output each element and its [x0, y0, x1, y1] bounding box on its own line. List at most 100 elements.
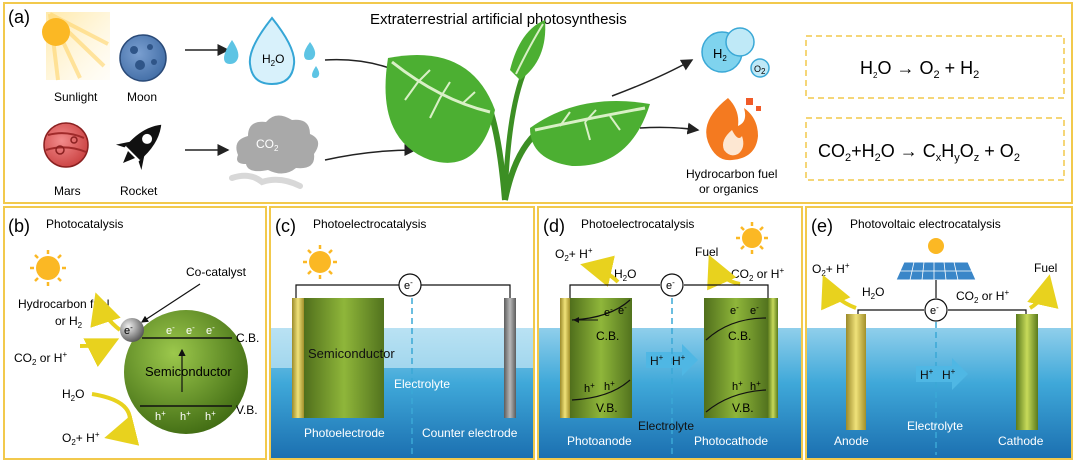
- d-anode-vb-label: V.B.: [596, 401, 618, 415]
- cocatalyst-pointer: [140, 283, 201, 323]
- d-photoanode-rod: [560, 298, 570, 418]
- d-arrow-o2: [580, 255, 620, 287]
- panel-c-label: (c): [275, 216, 296, 236]
- d-anode-hole-2: h+: [604, 379, 615, 393]
- b-cb-label: C.B.: [236, 331, 259, 345]
- arrow-to-fuel: [639, 122, 700, 135]
- e-cathode-label: Cathode: [998, 434, 1044, 448]
- solar-panel-icon: [895, 238, 977, 298]
- e-wire-left: [857, 309, 924, 314]
- d-cathode-carriers: e- e- h+ h+: [730, 303, 761, 393]
- d-electron: e-: [666, 278, 675, 292]
- d-photocathode-label: Photocathode: [694, 434, 768, 448]
- mars-label: Mars: [54, 184, 81, 198]
- d-fuel-label: Fuel: [695, 245, 718, 259]
- c-counter-rod: [504, 298, 516, 418]
- e-electrolyte-label: Electrolyte: [907, 419, 963, 433]
- d-photoanode-block: [570, 298, 632, 418]
- fuel-label-line1: Hydrocarbon fuel: [686, 167, 777, 181]
- c-counter-label: Counter electrode: [422, 426, 518, 440]
- e-o2-label: O2+ H+: [812, 261, 850, 278]
- b-fuel-line1: Hydrocarbon fuel: [18, 297, 109, 311]
- h2-bubble-text: H2: [713, 46, 727, 63]
- b-semiconductor-label: Semiconductor: [145, 364, 232, 379]
- d-anode-vb: [571, 379, 631, 401]
- d-cathode-cb: [705, 317, 767, 341]
- d-cathode-cb-label: C.B.: [728, 329, 751, 343]
- d-electron-circle: [660, 273, 684, 297]
- panel-b-label: (b): [8, 216, 30, 236]
- rocket-icon: [115, 124, 162, 171]
- panel-d-label: (d): [543, 216, 565, 236]
- d-anode-electron: e-: [604, 305, 613, 319]
- panel-b-title: Photocatalysis: [46, 217, 123, 231]
- e-co2-label: CO2 or H+: [956, 288, 1009, 305]
- b-electrons: e- e- e-: [166, 323, 215, 337]
- b-electron-1: e-: [166, 323, 175, 337]
- d-arrow-fuel: [707, 254, 741, 291]
- b-h2o-label: H2O: [62, 387, 84, 403]
- panel-c: (c) Photoelectrocatalysis e- Semiconduct…: [269, 206, 535, 460]
- c-semiconductor-block: [304, 298, 384, 418]
- mars-icon: [43, 122, 89, 168]
- co2-cloud-icon: [229, 115, 319, 189]
- b-arrow-h2o: [91, 392, 140, 446]
- water-drop-text: H2O: [262, 52, 284, 68]
- d-h2o-label: H2O: [614, 267, 636, 283]
- d-cathode-vb-label: V.B.: [732, 401, 754, 415]
- d-electrolyte-label: Electrolyte: [638, 419, 694, 433]
- e-arrow-o2: [821, 274, 857, 311]
- b-semiconductor-sphere: [124, 310, 248, 434]
- e-anode-rod: [846, 314, 866, 430]
- d-wire-right: [684, 284, 769, 298]
- moon-label: Moon: [127, 90, 157, 104]
- b-vb-label: V.B.: [236, 403, 258, 417]
- d-cathode-electron: e-: [730, 303, 739, 317]
- rocket-label: Rocket: [120, 184, 158, 198]
- b-electron-2: e-: [186, 323, 195, 337]
- panel-b: (b) Photocatalysis Co-catalyst Hydrocarb…: [3, 206, 267, 460]
- fuel-label-line2: or organics: [699, 182, 758, 196]
- c-electrolyte-label: Electrolyte: [394, 377, 450, 391]
- e-anode-label: Anode: [834, 434, 869, 448]
- sunlight-icon: [42, 12, 110, 81]
- panel-a-title: Extraterrestrial artificial photosynthes…: [370, 11, 627, 28]
- e-electron: e-: [930, 303, 939, 317]
- d-cathode-hole: h+: [732, 379, 743, 393]
- panel-a-label: (a): [8, 7, 30, 27]
- d-cathode-hole-2: h+: [750, 379, 761, 393]
- b-arrow-co2: [79, 338, 120, 368]
- e-electron-circle: [924, 298, 948, 322]
- panel-c-title: Photoelectrocatalysis: [313, 217, 426, 231]
- d-anode-carriers: e- e- h+ h+: [584, 303, 627, 395]
- c-wire-left: [295, 284, 400, 298]
- b-electron-3: e-: [206, 323, 215, 337]
- b-holes: h+ h+ h+: [155, 409, 216, 423]
- e-cathode-rod: [1016, 314, 1038, 430]
- arrow-to-h2: [611, 59, 694, 97]
- d-o2-label: O2+ H+: [555, 246, 593, 263]
- co2-cloud-text: CO2: [256, 137, 279, 153]
- c-electron-circle: [398, 273, 422, 297]
- sunlight-label: Sunlight: [54, 90, 98, 104]
- b-hole-1: h+: [155, 409, 166, 423]
- d-wire-left: [569, 284, 660, 298]
- b-fuel-line2: or H2: [55, 314, 83, 330]
- d-anode-hole: h+: [584, 381, 595, 395]
- h2-bubble-icon: [701, 27, 770, 78]
- arrow-co2-to-plant: [324, 144, 417, 161]
- sun-icon-b: [30, 250, 66, 286]
- sun-icon-d: [736, 222, 768, 254]
- b-co2-label: CO2 or H+: [14, 350, 67, 367]
- flame-icon: [706, 98, 761, 161]
- o2-bubble-text: O2: [754, 64, 766, 76]
- cocatalyst-label: Co-catalyst: [186, 265, 247, 279]
- e-fuel-label: Fuel: [1034, 261, 1057, 275]
- e-h2o-label: H2O: [862, 285, 884, 301]
- plant-icon: [385, 20, 650, 201]
- d-anode-electron-2: e-: [618, 303, 627, 317]
- b-o2-label: O2+ H+: [62, 430, 100, 447]
- equation-2: CO2+H2O → CxHyOz + O2: [818, 141, 1020, 164]
